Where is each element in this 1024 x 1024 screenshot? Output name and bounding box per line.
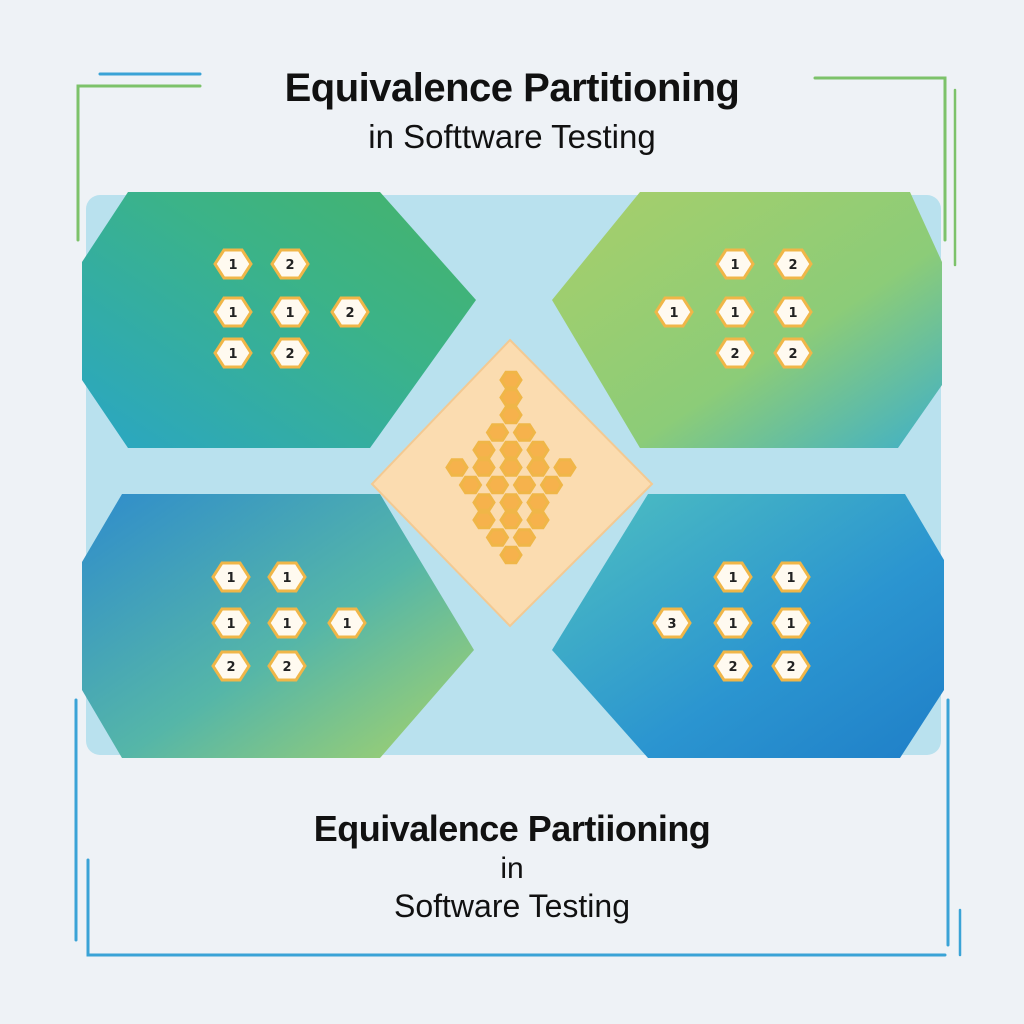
center-token (512, 528, 537, 547)
token-bottom-left: 1 (211, 607, 251, 639)
token-label: 2 (345, 306, 354, 321)
token-label: 1 (226, 617, 235, 632)
token-label: 2 (728, 660, 737, 675)
token-top-right: 2 (773, 248, 813, 280)
center-token (472, 493, 496, 512)
token-top-left: 1 (213, 296, 253, 328)
token-label: 1 (728, 617, 737, 632)
center-token (539, 475, 564, 495)
center-token (472, 458, 496, 477)
token-bottom-right: 1 (771, 607, 811, 639)
center-token (526, 493, 550, 512)
frame-left-inner (86, 858, 947, 957)
token-label: 1 (788, 306, 797, 321)
center-token (553, 458, 577, 477)
token-top-left: 2 (330, 296, 370, 328)
token-label: 3 (667, 617, 676, 632)
token-label: 2 (788, 258, 797, 273)
token-top-left: 1 (270, 296, 310, 328)
token-bottom-right: 3 (652, 607, 692, 639)
token-bottom-right: 1 (713, 561, 753, 593)
token-bottom-left: 2 (211, 650, 251, 682)
token-top-left: 1 (213, 248, 253, 280)
center-token (526, 440, 550, 460)
token-label: 2 (730, 347, 739, 362)
token-bottom-left: 2 (267, 650, 307, 682)
token-label: 1 (728, 571, 737, 586)
center-token (499, 440, 523, 460)
token-label: 1 (786, 571, 795, 586)
token-label: 1 (282, 617, 291, 632)
token-bottom-left: 1 (267, 607, 307, 639)
center-token (499, 493, 523, 512)
token-label: 2 (226, 660, 235, 675)
footer-line-in: in (500, 852, 524, 885)
token-top-left: 2 (270, 337, 310, 369)
token-bottom-right: 2 (771, 650, 811, 682)
center-token (512, 475, 537, 495)
center-token (499, 405, 523, 425)
token-top-right: 1 (715, 248, 755, 280)
token-top-left: 1 (213, 337, 253, 369)
center-token (499, 545, 523, 565)
frame (74, 72, 962, 957)
token-bottom-left: 1 (267, 561, 307, 593)
token-label: 1 (786, 617, 795, 632)
center-token (485, 528, 510, 547)
token-label: 1 (228, 347, 237, 362)
token-label: 2 (285, 258, 294, 273)
center-token (499, 510, 523, 530)
center-token (485, 423, 510, 442)
center-token (458, 475, 483, 495)
center-token (526, 510, 550, 530)
center-token (472, 440, 496, 460)
footer-title: Equivalence Partiioning (313, 808, 711, 849)
center-partition (370, 338, 654, 628)
token-top-right: 2 (773, 337, 813, 369)
token-label: 1 (730, 258, 739, 273)
token-label: 1 (226, 571, 235, 586)
page-title: Equivalence Partitioning (284, 66, 740, 110)
center-token (485, 475, 510, 495)
token-label: 2 (786, 660, 795, 675)
token-label: 2 (282, 660, 291, 675)
token-top-right: 1 (773, 296, 813, 328)
token-bottom-left: 1 (211, 561, 251, 593)
token-top-right: 2 (715, 337, 755, 369)
token-label: 1 (282, 571, 291, 586)
token-label: 1 (342, 617, 351, 632)
token-label: 1 (730, 306, 739, 321)
token-top-right: 1 (654, 296, 694, 328)
center-token (499, 458, 523, 477)
footer-line-testing: Software Testing (394, 888, 630, 924)
center-token (472, 510, 496, 530)
token-label: 2 (788, 347, 797, 362)
center-token (499, 370, 523, 390)
token-top-left: 2 (270, 248, 310, 280)
frame-top-right-bracket (813, 76, 947, 242)
token-label: 1 (228, 306, 237, 321)
token-label: 1 (669, 306, 678, 321)
token-bottom-right: 1 (771, 561, 811, 593)
center-token (499, 388, 523, 407)
token-layer: 1 2 1 1 2 1 2 1 2 1 1 1 2 2 1 1 1 1 1 2 2 1 1 3 1 1 2 2 (211, 248, 813, 682)
token-label: 1 (228, 258, 237, 273)
token-bottom-right: 2 (713, 650, 753, 682)
token-bottom-left: 1 (327, 607, 367, 639)
token-label: 1 (285, 306, 294, 321)
frame-top-left-bracket (76, 84, 202, 242)
center-token (445, 458, 469, 477)
center-token (526, 458, 550, 477)
token-top-right: 1 (715, 296, 755, 328)
center-token (512, 423, 537, 442)
token-bottom-right: 1 (713, 607, 753, 639)
token-label: 2 (285, 347, 294, 362)
page-subtitle: in Softtware Testing (368, 118, 656, 155)
